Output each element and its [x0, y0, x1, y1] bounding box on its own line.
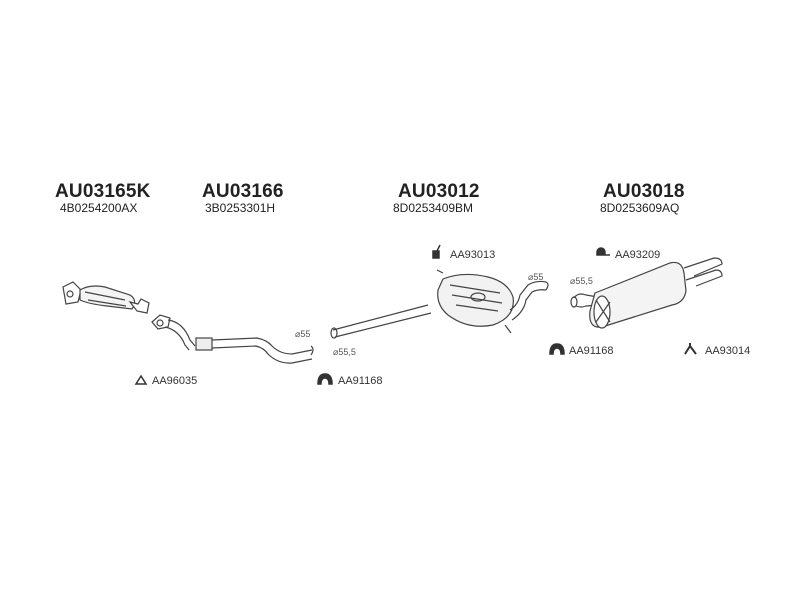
center-silencer-part — [330, 269, 549, 339]
catalytic-converter-part — [62, 281, 150, 314]
rear-silencer-part — [570, 257, 723, 329]
part-code: AU03166 — [202, 181, 284, 202]
part-code: AU03165K — [55, 181, 151, 202]
oem-number: 3B0253301H — [205, 201, 276, 215]
diameter-label: ⌀55,5 — [570, 276, 593, 286]
accessory-ref: AA91168 — [569, 345, 614, 357]
hanger-icon — [432, 244, 441, 259]
clamp-icon — [317, 373, 333, 385]
accessory-ref: AA91168 — [338, 375, 383, 387]
accessory-ref: AA93014 — [705, 345, 751, 357]
accessory-ref: AA93209 — [615, 249, 661, 261]
accessory-ref: AA96035 — [152, 375, 198, 387]
part-code: AU03012 — [398, 181, 480, 202]
accessory-ref: AA93013 — [450, 249, 496, 261]
oem-number: 8D0253609AQ — [600, 201, 680, 215]
rubber-mount-icon — [596, 247, 610, 256]
oem-number: 8D0253409BM — [393, 201, 474, 215]
part-code: AU03018 — [603, 181, 685, 202]
bracket-icon — [684, 343, 697, 355]
oem-number: 4B0254200AX — [60, 201, 138, 215]
front-pipe-part — [151, 314, 314, 364]
diameter-label: ⌀55 — [528, 272, 544, 282]
diameter-label: ⌀55 — [295, 329, 311, 339]
gasket-icon — [134, 374, 148, 385]
clamp-icon — [549, 343, 565, 355]
diameter-label: ⌀55,5 — [333, 347, 356, 357]
